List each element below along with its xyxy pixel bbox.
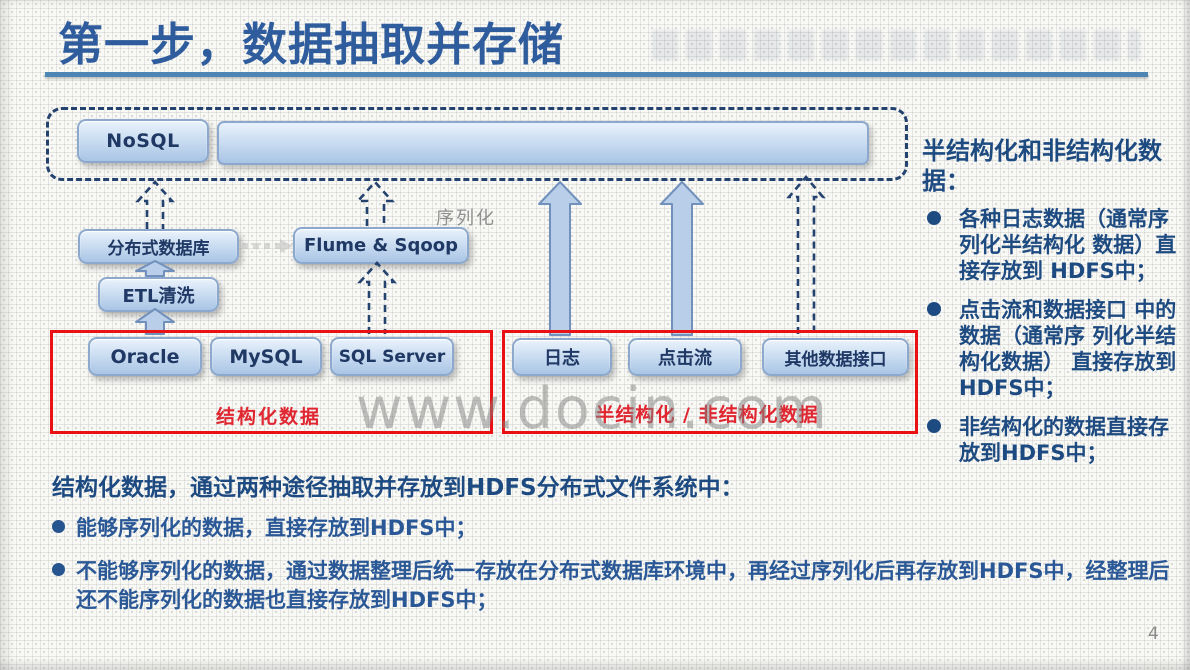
slide-title: 第一步，数据抽取并存储 <box>58 18 565 71</box>
etl-box: ETL清洗 <box>98 277 219 312</box>
hdfs-storage-container: NoSQL <box>46 107 908 181</box>
dashed-arrow-sqlserver-to-flume <box>357 261 397 334</box>
bullet-dot-icon <box>52 563 65 577</box>
title-ghost-smudge <box>652 30 1140 60</box>
list-item: 能够序列化的数据，直接存放到HDFS中； <box>52 514 1170 542</box>
semi-structured-group-caption: 半结构化 / 非结构化数据 <box>595 404 819 426</box>
bullet-text: 各种日志数据（通常序列化半结构化 数据）直接存放到 HDFS中； <box>959 207 1177 284</box>
logs-box: 日志 <box>512 338 612 376</box>
list-item: 不能够序列化的数据，通过数据整理后统一存放在分布式数据库环境中，再经过序列化后再… <box>52 557 1170 614</box>
bullet-dot-icon <box>927 302 941 317</box>
bottom-panel-heading: 结构化数据，通过两种途径抽取并存放到HDFS分布式文件系统中： <box>52 475 744 501</box>
right-panel-heading: 半结构化和非结构化数据： <box>922 137 1162 195</box>
list-item: 点击流和数据接口 中的数据（通常序 列化半结构化数据） 直接存放到HDFS中； <box>922 297 1186 401</box>
docin-watermark: www.docin.com <box>356 376 829 442</box>
structured-group-frame <box>50 330 493 434</box>
oracle-box: Oracle <box>88 337 202 376</box>
bottom-panel-bullet-list: 能够序列化的数据，直接存放到HDFS中； 不能够序列化的数据，通过数据整理后统一… <box>52 514 1170 614</box>
distributed-db-box: 分布式数据库 <box>78 229 239 264</box>
title-underline <box>45 72 1148 77</box>
bullet-text: 能够序列化的数据，直接存放到HDFS中； <box>76 516 477 540</box>
bottom-notes-panel: 结构化数据，通过两种途径抽取并存放到HDFS分布式文件系统中： 能够序列化的数据… <box>52 468 1170 629</box>
semi-structured-group-frame <box>502 330 918 434</box>
right-notes-panel: 半结构化和非结构化数据： 各种日志数据（通常序列化半结构化 数据）直接存放到 H… <box>922 136 1186 479</box>
hdfs-storage-bar <box>217 121 869 165</box>
bullet-dot-icon <box>927 211 941 225</box>
other-interfaces-box: 其他数据接口 <box>762 338 909 376</box>
arrow-logs-to-storage <box>538 181 582 336</box>
bullet-text: 非结构化的数据直接存放到HDFS中； <box>959 415 1169 466</box>
dashed-arrow-distributed-db-to-storage <box>135 180 175 229</box>
list-item: 各种日志数据（通常序列化半结构化 数据）直接存放到 HDFS中； <box>922 206 1186 284</box>
dashed-arrow-interfaces-to-storage <box>786 174 826 334</box>
mysql-box: MySQL <box>210 337 322 376</box>
dashed-arrow-flume-to-storage <box>355 180 395 226</box>
bullet-text: 点击流和数据接口 中的数据（通常序 列化半结构化数据） 直接存放到HDFS中； <box>959 298 1177 401</box>
nosql-box: NoSQL <box>77 119 209 163</box>
list-item: 非结构化的数据直接存放到HDFS中； <box>922 414 1186 466</box>
page-number: 4 <box>1148 624 1159 644</box>
arrow-clickstream-to-storage <box>660 181 704 336</box>
structured-group-caption: 结构化数据 <box>215 406 321 428</box>
sql-server-box: SQL Server <box>330 337 454 376</box>
bullet-dot-icon <box>52 520 65 533</box>
right-panel-bullet-list: 各种日志数据（通常序列化半结构化 数据）直接存放到 HDFS中； 点击流和数据接… <box>922 206 1186 466</box>
gray-dashed-arrowhead-icon <box>280 239 293 253</box>
bullet-text: 不能够序列化的数据，通过数据整理后统一存放在分布式数据库环境中，再经过序列化后再… <box>76 559 1170 612</box>
clickstream-box: 点击流 <box>628 338 742 376</box>
serialization-label: 序列化 <box>436 208 496 229</box>
bullet-dot-icon <box>927 419 941 434</box>
flume-sqoop-box: Flume & Sqoop <box>293 227 469 264</box>
